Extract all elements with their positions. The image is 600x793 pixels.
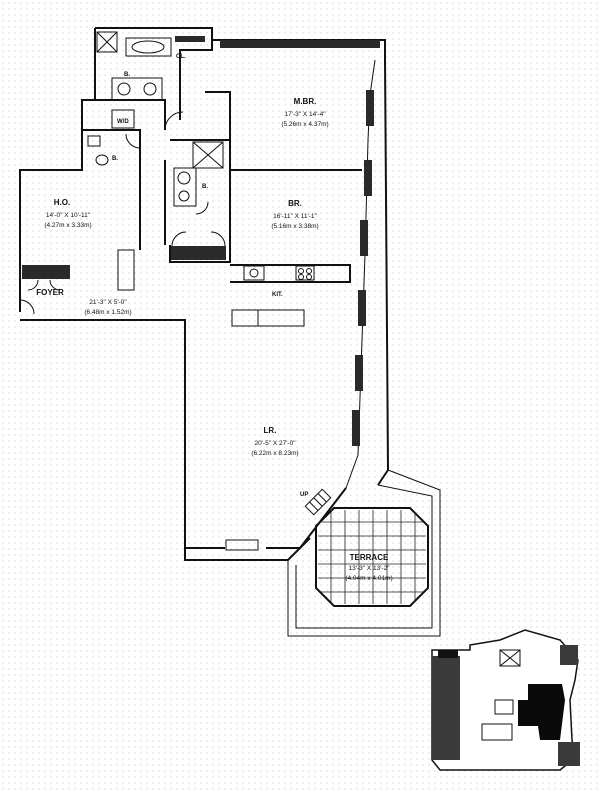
svg-text:M.BR.: M.BR.: [294, 97, 317, 106]
svg-text:(5.16m x 3.38m): (5.16m x 3.38m): [271, 223, 318, 230]
svg-text:20'-5" X 27'-0": 20'-5" X 27'-0": [254, 440, 296, 447]
svg-text:BR.: BR.: [288, 199, 302, 208]
svg-text:H.O.: H.O.: [54, 198, 70, 207]
washer-dryer: [111, 109, 135, 129]
svg-text:(5.26m x 4.37m): (5.26m x 4.37m): [281, 121, 328, 128]
stair-up: [304, 488, 332, 516]
interior-walls: [82, 40, 362, 283]
room-label-foyer: FOYER 21'-3" X 5'-0" (6.48m x 1.52m): [36, 288, 131, 316]
bath-label-2: B.: [112, 156, 118, 162]
terrace-tiles: [318, 510, 426, 604]
closet-label: CL.: [176, 54, 186, 60]
svg-text:21'-3" X 5'-0": 21'-3" X 5'-0": [89, 299, 127, 306]
washer-dryer-label: W/D: [117, 119, 129, 125]
stair-up-label: UP: [300, 492, 308, 498]
svg-text:13'-3" X 13'-2": 13'-3" X 13'-2": [348, 565, 390, 572]
room-label-master-bedroom: M.BR. 17'-3" X 14'-4" (5.26m x 4.37m): [281, 97, 328, 128]
svg-text:17'-3" X 14'-4": 17'-3" X 14'-4": [284, 111, 326, 118]
room-label-bedroom: BR. 16'-11" X 11'-1" (5.16m x 3.38m): [271, 199, 318, 230]
room-label-terrace: TERRACE 13'-3" X 13'-2" (4.04m x 4.01m): [345, 553, 392, 582]
kitchen-island: [231, 309, 305, 327]
exterior-walls: [19, 27, 390, 561]
unit-highlight: [518, 684, 565, 740]
svg-text:(6.48m x 1.52m): (6.48m x 1.52m): [84, 309, 131, 316]
svg-text:16'-11" X 11'-1": 16'-11" X 11'-1": [273, 213, 317, 220]
entry-door: [19, 299, 35, 315]
svg-text:(4.27m x 3.33m): (4.27m x 3.33m): [44, 222, 91, 229]
room-label-living-room: LR. 20'-5" X 27'-0" (6.22m x 8.23m): [251, 426, 298, 457]
windows: [22, 36, 380, 446]
fixtures: [19, 31, 315, 551]
key-plan-thumbnail: [431, 629, 580, 771]
room-label-home-office: H.O. 14'-0" X 10'-11" (4.27m x 3.33m): [44, 198, 91, 229]
svg-text:FOYER: FOYER: [36, 288, 64, 297]
svg-text:TERRACE: TERRACE: [350, 553, 389, 562]
svg-text:14'-0" X 10'-11": 14'-0" X 10'-11": [46, 212, 91, 219]
terrace-area: [287, 469, 441, 637]
svg-text:LR.: LR.: [264, 426, 277, 435]
bath-label-3: B.: [202, 184, 208, 190]
svg-text:(6.22m x 8.23m): (6.22m x 8.23m): [251, 450, 298, 457]
bath-label-master: B.: [124, 72, 130, 78]
kitchen-label: KIT.: [272, 292, 283, 298]
svg-text:(4.04m x 4.01m): (4.04m x 4.01m): [345, 575, 392, 582]
